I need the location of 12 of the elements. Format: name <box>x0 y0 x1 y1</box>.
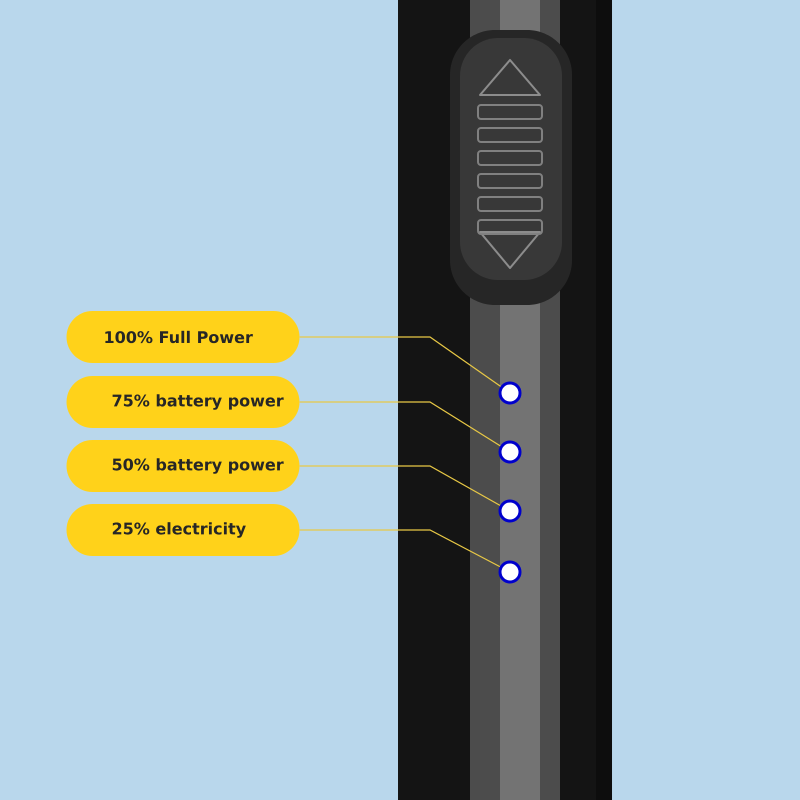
label-pill: 50% battery power <box>66 440 300 492</box>
indicator-light <box>498 500 522 522</box>
indicator-light <box>498 382 522 404</box>
label-pill: 75% battery power <box>66 376 300 428</box>
label-pill: 25% electricity <box>66 504 300 556</box>
indicator-light <box>498 440 522 464</box>
indicator-light <box>498 560 522 584</box>
leader-line <box>300 336 501 387</box>
label-pill: 100% Full Power <box>66 311 300 363</box>
leader-line <box>300 465 500 506</box>
leader-line <box>300 529 500 568</box>
leader-line <box>300 401 501 446</box>
